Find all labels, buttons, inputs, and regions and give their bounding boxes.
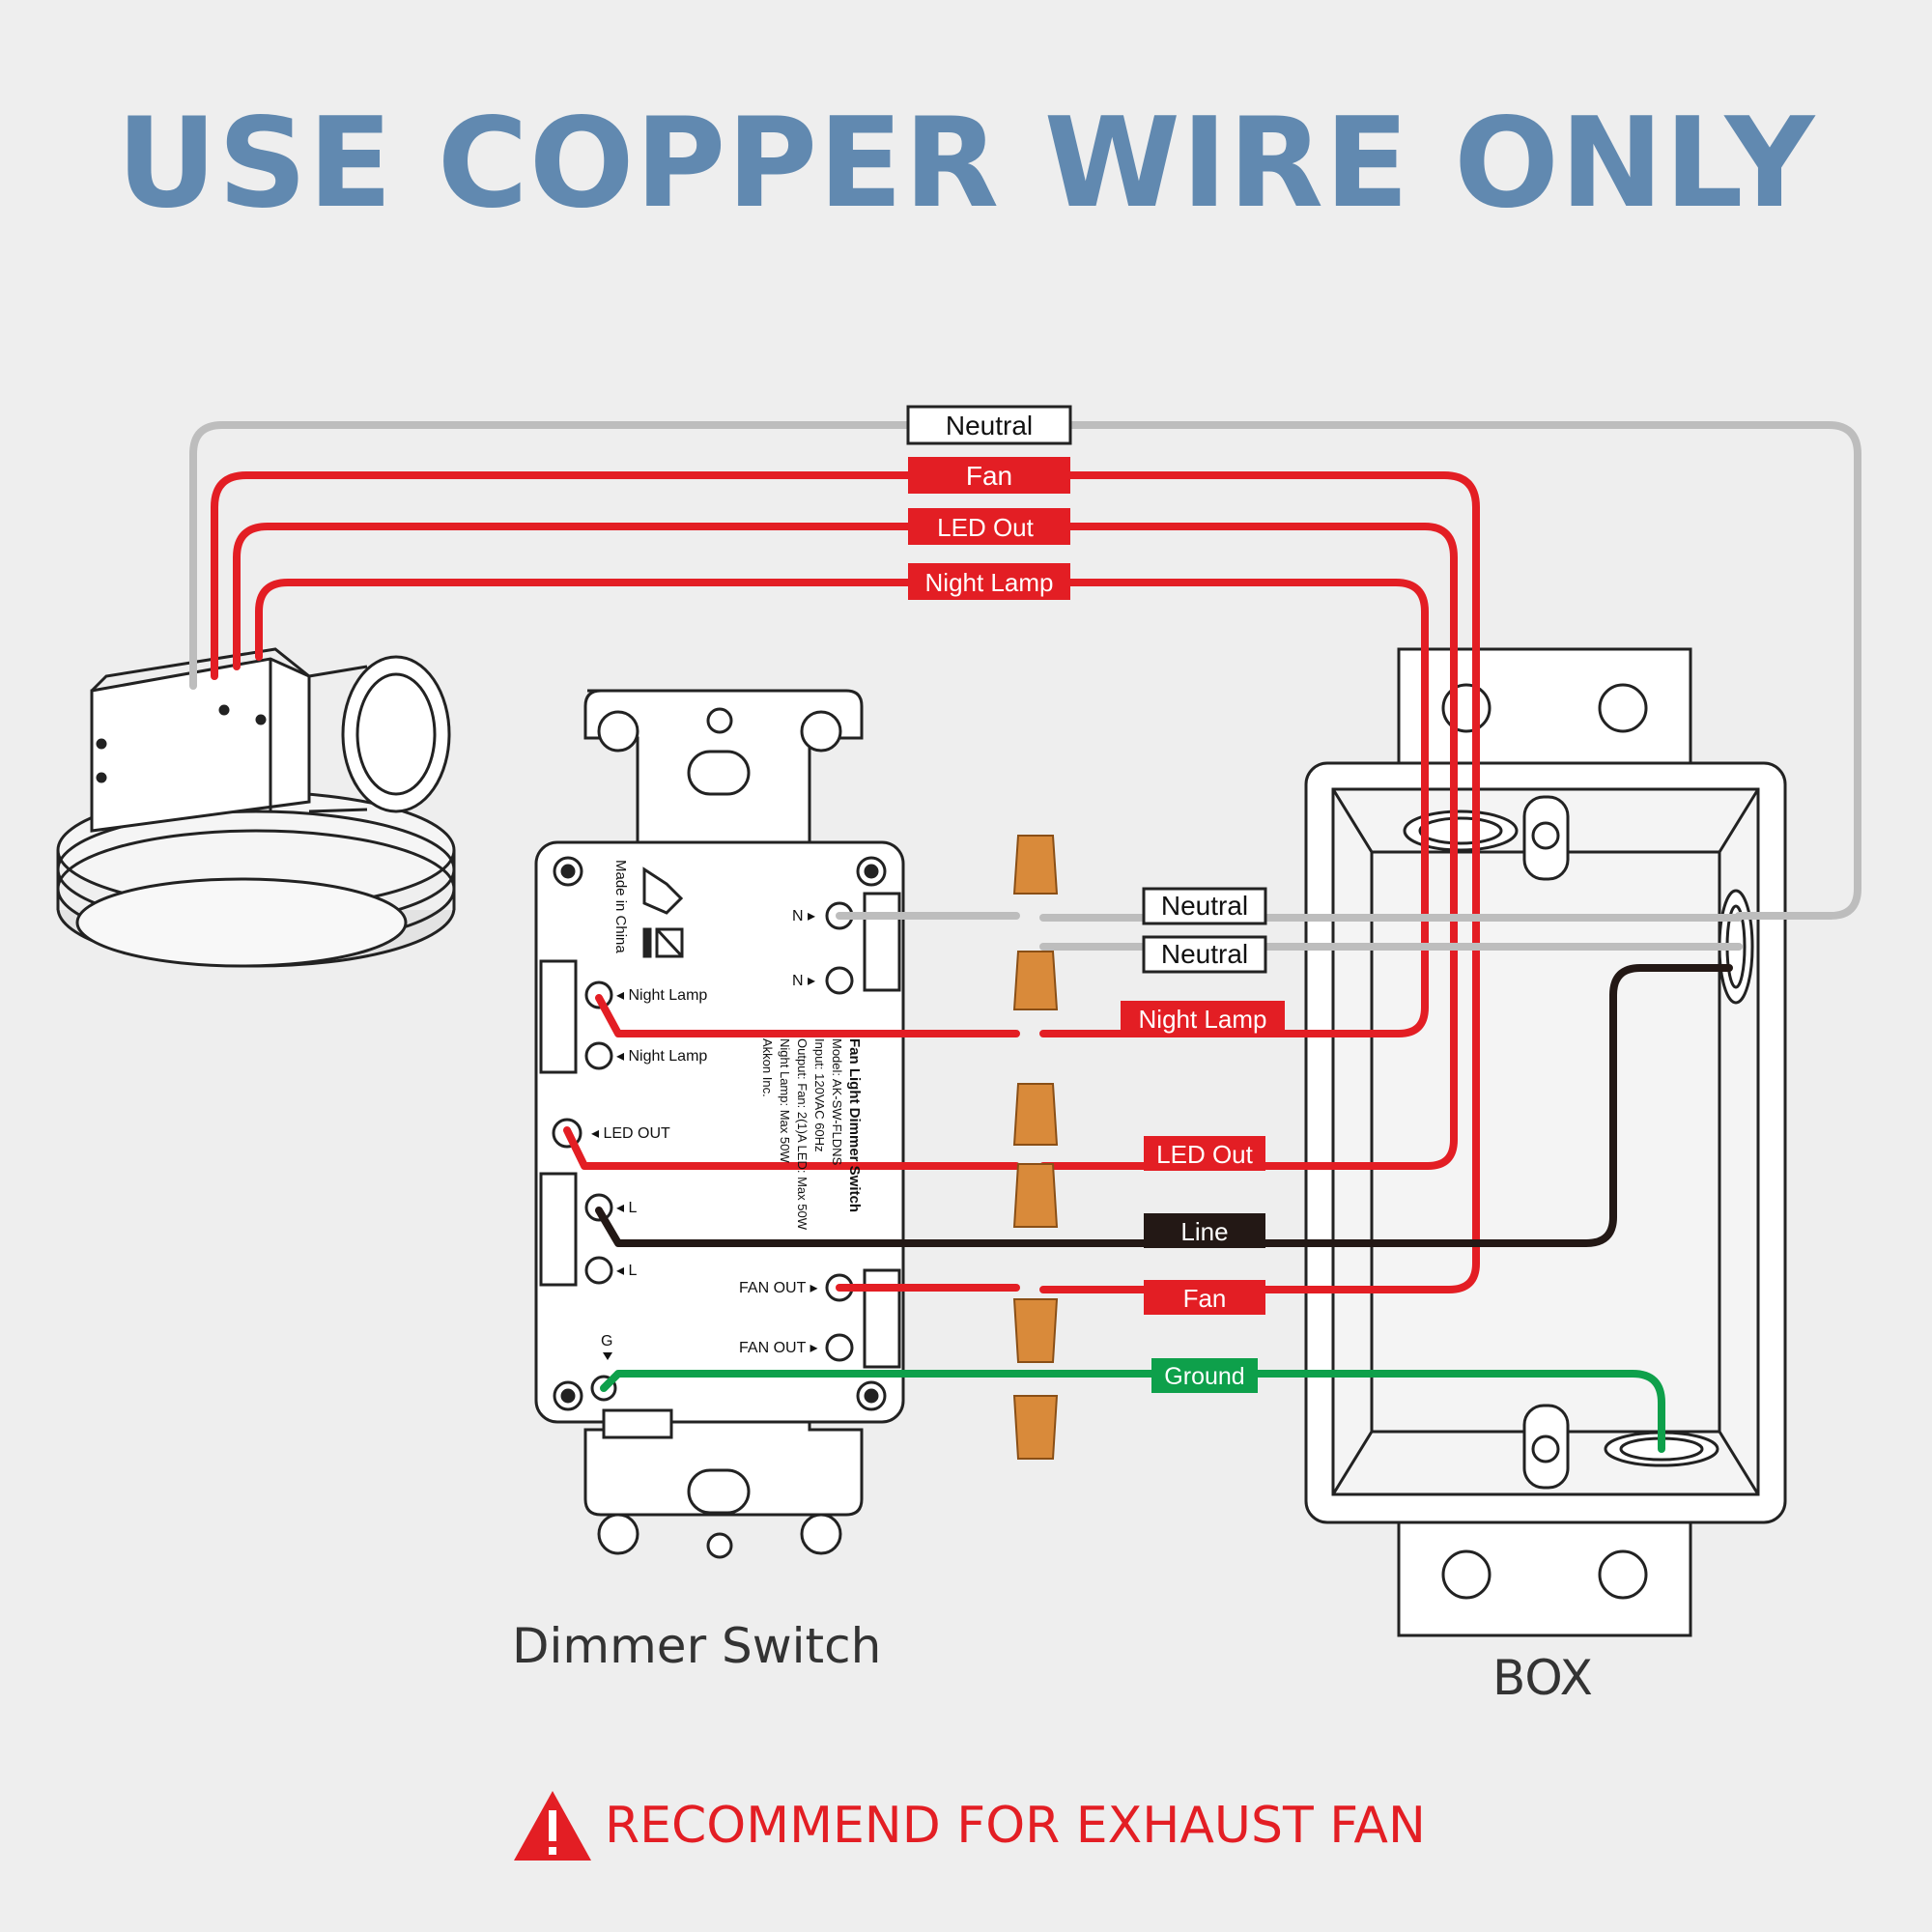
ground-wire: [600, 1370, 1665, 1453]
spec-line-6: Akkon Inc.: [760, 1038, 775, 1097]
top-label-led-out: LED Out: [908, 508, 1070, 545]
warning-text: RECOMMEND FOR EXHAUST FAN: [605, 1797, 1426, 1855]
top-label-fan: Fan: [908, 457, 1070, 494]
box-label-ground: Ground: [1151, 1358, 1258, 1393]
led-out-wire-switch: [563, 1126, 1020, 1170]
terminal-label-fan-out-2: FAN OUT ▸: [739, 1340, 818, 1356]
spec-line-5: Night Lamp: Max 50W: [778, 1038, 792, 1163]
terminal-label-g: G: [601, 1333, 612, 1350]
box-label-fan-text: Fan: [1183, 1284, 1227, 1313]
top-label-fan-text: Fan: [966, 461, 1012, 491]
box-label-line: Line: [1144, 1213, 1265, 1248]
terminal-label-n-1: N ▸: [792, 908, 815, 924]
wire-nut-neutral: [1012, 835, 1059, 895]
ground-arrow-icon: [603, 1352, 612, 1360]
terminal-label-l-2: ◂ L: [616, 1263, 637, 1279]
box-label-fan: Fan: [1144, 1280, 1265, 1315]
made-in-label: Made in China: [612, 860, 629, 953]
wire-nut-connectors: [1012, 835, 1059, 1460]
dimmer-switch-caption: Dimmer Switch: [512, 1618, 882, 1674]
night-lamp-wire-switch: [595, 994, 1020, 1037]
terminal-label-l-1: ◂ L: [616, 1200, 637, 1216]
top-label-neutral: Neutral: [906, 405, 1072, 445]
terminal-label-n-2: N ▸: [792, 973, 815, 989]
switch-terminal-labels: N ▸ N ▸ ◂ Night Lamp ◂ Night Lamp ◂ LED …: [591, 908, 818, 1360]
box-label-line-text: Line: [1180, 1217, 1228, 1246]
terminal-label-led-out: ◂ LED OUT: [591, 1125, 670, 1142]
night-lamp-wire-top: [255, 579, 1429, 1037]
box-label-neutral-2-text: Neutral: [1161, 939, 1248, 969]
spec-line-4: Output: Fan: 2(1)A LED: Max 50W: [795, 1038, 810, 1231]
box-label-neutral-2: Neutral: [1142, 935, 1267, 974]
box-label-led-out-text: LED Out: [1156, 1140, 1253, 1169]
box-label-led-out: LED Out: [1144, 1136, 1265, 1171]
top-label-night-lamp: Night Lamp: [908, 563, 1070, 600]
box-label-neutral-1: Neutral: [1142, 887, 1267, 925]
switch-spec-block: Fan Light Dimmer Switch Model: AK-SW-FLD…: [760, 1038, 863, 1231]
fan-wire-top: [211, 471, 1480, 1293]
wire-nut-ground: [1012, 1395, 1059, 1460]
terminal-label-fan-out-1: FAN OUT ▸: [739, 1280, 818, 1296]
wire-nut-night-lamp: [1012, 951, 1059, 1010]
spec-line-1: Fan Light Dimmer Switch: [846, 1038, 863, 1212]
spec-line-2: Model: AK-SW-FLDNS: [830, 1038, 844, 1166]
line-wire: [595, 964, 1733, 1247]
wire-nut-led-out: [1012, 1083, 1059, 1146]
terminal-label-night-lamp-1: ◂ Night Lamp: [616, 987, 707, 1004]
top-label-led-out-text: LED Out: [937, 513, 1034, 542]
top-label-night-lamp-text: Night Lamp: [925, 568, 1054, 597]
wire-nut-fan: [1012, 1298, 1059, 1363]
box-label-night-lamp: Night Lamp: [1121, 1001, 1285, 1036]
box-label-ground-text: Ground: [1164, 1363, 1244, 1390]
electrical-box-illustration: [1304, 647, 1787, 1637]
box-label-neutral-1-text: Neutral: [1161, 891, 1248, 921]
page-title: USE COPPER WIRE ONLY: [116, 92, 1816, 236]
box-caption: BOX: [1492, 1650, 1593, 1706]
neutral-wire-top: [189, 421, 1861, 920]
terminal-label-night-lamp-2: ◂ Night Lamp: [616, 1048, 707, 1065]
warning-banner: RECOMMEND FOR EXHAUST FAN: [512, 1787, 1426, 1864]
exhaust-fan-illustration: [56, 647, 456, 968]
box-label-night-lamp-text: Night Lamp: [1139, 1005, 1267, 1034]
warning-triangle-icon: [514, 1791, 591, 1861]
led-out-wire-top: [233, 523, 1458, 1170]
dimmer-switch-illustration: [534, 689, 905, 1559]
spec-line-3: Input: 120VAC 60Hz: [812, 1038, 827, 1152]
top-label-neutral-text: Neutral: [946, 411, 1033, 440]
wire-nut-line: [1012, 1163, 1059, 1228]
